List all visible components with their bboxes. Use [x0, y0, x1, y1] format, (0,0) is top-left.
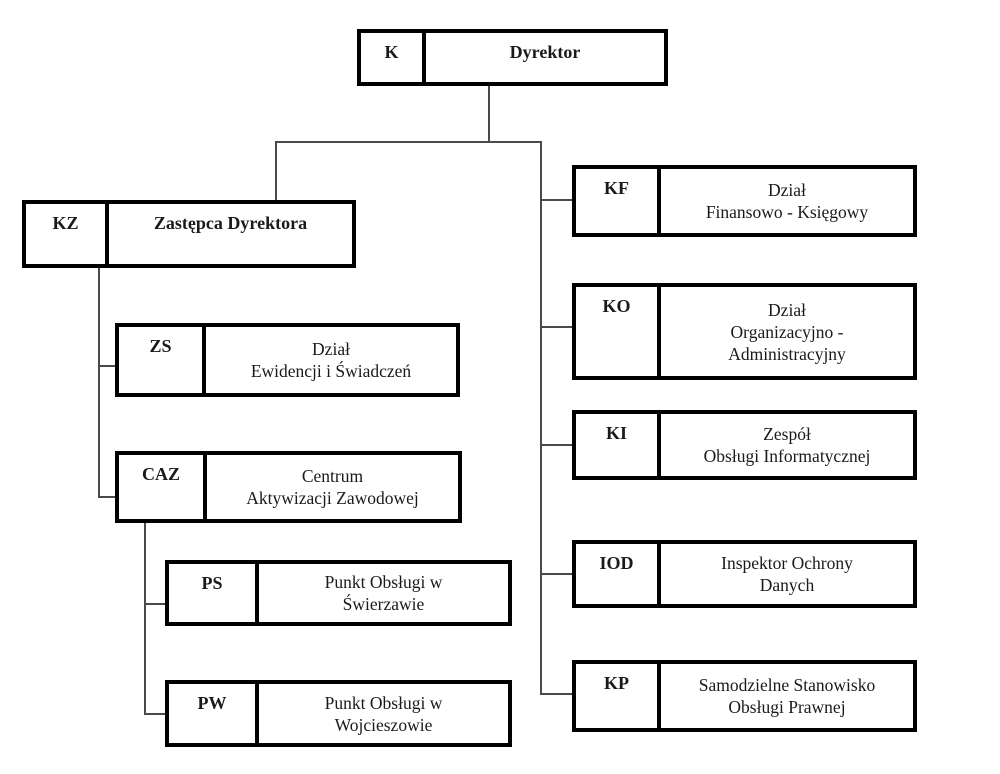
connector-stub-caz: [98, 496, 115, 498]
connector-stub-kf: [540, 199, 572, 201]
org-node-k-code: K: [361, 33, 426, 82]
org-node-ps-code: PS: [169, 564, 259, 622]
org-node-kz: KZ Zastępca Dyrektora: [22, 200, 356, 268]
connector-root-drop: [488, 85, 490, 142]
connector-stub-iod: [540, 573, 572, 575]
org-node-ki-code: KI: [576, 414, 661, 476]
org-node-pw-label: Punkt Obsługi w Wojcieszowie: [324, 692, 443, 735]
org-node-zs-label: Dział Ewidencji i Świadczeń: [250, 339, 412, 381]
org-node-ko: KO Dział Organizacyjno - Administracyjny: [572, 283, 917, 380]
connector-right-trunk: [540, 141, 542, 695]
connector-stub-zs: [98, 365, 115, 367]
connector-stub-ko: [540, 326, 572, 328]
org-node-kp: KP Samodzielne Stanowisko Obsługi Prawne…: [572, 660, 917, 732]
connector-main-horizontal: [275, 141, 542, 143]
org-node-caz-code: CAZ: [119, 455, 207, 519]
org-node-iod-label: Inspektor Ochrony Danych: [721, 553, 853, 595]
org-node-zs: ZS Dział Ewidencji i Świadczeń: [115, 323, 460, 397]
org-node-caz: CAZ Centrum Aktywizacji Zawodowej: [115, 451, 462, 523]
org-node-k: K Dyrektor: [357, 29, 668, 86]
connector-caz-trunk: [144, 523, 146, 715]
org-node-iod: IOD Inspektor Ochrony Danych: [572, 540, 917, 608]
org-node-kz-label: Zastępca Dyrektora: [153, 213, 308, 233]
org-node-kf-code: KF: [576, 169, 661, 233]
connector-stub-pw: [144, 713, 165, 715]
connector-stub-ps: [144, 603, 165, 605]
connector-kz-trunk: [98, 268, 100, 498]
org-node-kf: KF Dział Finansowo - Księgowy: [572, 165, 917, 237]
org-node-ps: PS Punkt Obsługi w Świerzawie: [165, 560, 512, 626]
org-node-ki-label: Zespół Obsługi Informatycznej: [703, 424, 871, 466]
org-node-kp-code: KP: [576, 664, 661, 728]
org-node-k-label: Dyrektor: [509, 42, 581, 62]
org-node-kz-code: KZ: [26, 204, 109, 264]
org-node-ps-label: Punkt Obsługi w Świerzawie: [324, 572, 443, 614]
org-node-kf-label: Dział Finansowo - Księgowy: [705, 180, 869, 222]
org-node-iod-code: IOD: [576, 544, 661, 604]
org-node-ki: KI Zespół Obsługi Informatycznej: [572, 410, 917, 480]
org-node-pw: PW Punkt Obsługi w Wojcieszowie: [165, 680, 512, 747]
org-node-zs-code: ZS: [119, 327, 206, 393]
connector-stub-kp: [540, 693, 572, 695]
org-node-pw-code: PW: [169, 684, 259, 743]
connector-kz-drop: [275, 141, 277, 200]
connector-stub-ki: [540, 444, 572, 446]
org-node-ko-label: Dział Organizacyjno - Administracyjny: [728, 299, 846, 364]
org-node-kp-label: Samodzielne Stanowisko Obsługi Prawnej: [698, 675, 876, 717]
org-node-caz-label: Centrum Aktywizacji Zawodowej: [246, 466, 419, 508]
org-node-ko-code: KO: [576, 287, 661, 376]
